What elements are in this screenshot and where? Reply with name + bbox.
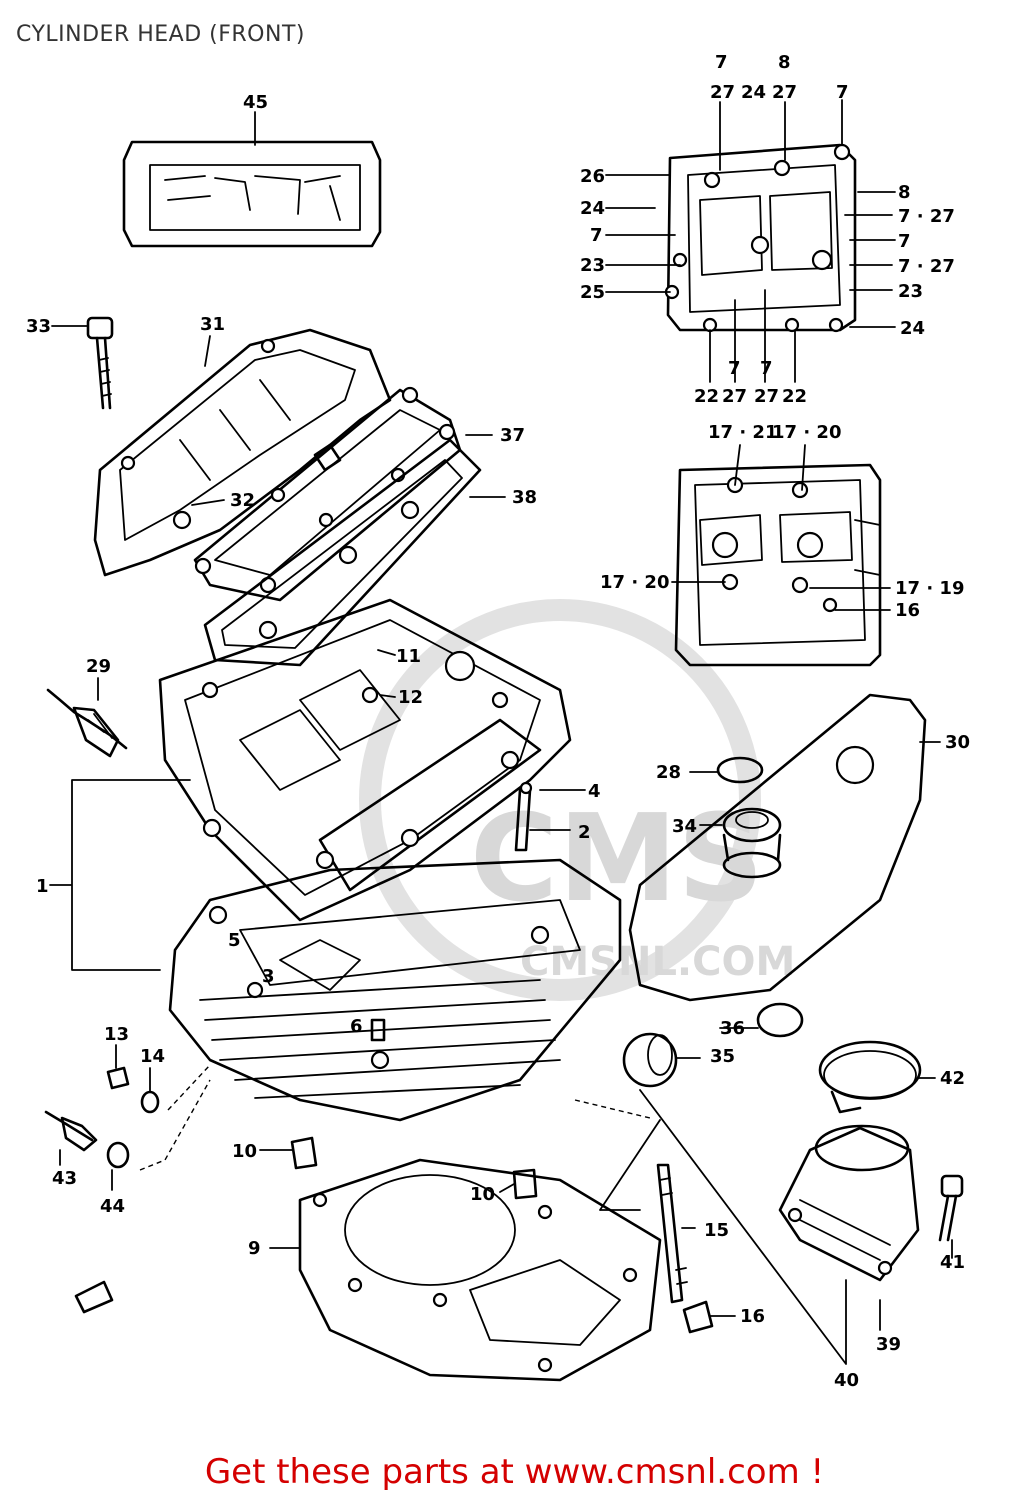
- part-6-dowel: [370, 1018, 386, 1042]
- callout-7-27-right-a: 7 · 27: [898, 206, 955, 227]
- callout-24-right: 24: [900, 318, 925, 339]
- part-36-grommet: [756, 1002, 804, 1038]
- callout-23-left: 23: [580, 255, 605, 276]
- callout-13: 13: [104, 1024, 129, 1045]
- callout-7-right: 7: [898, 231, 911, 252]
- part-39-intake-pipe: [778, 1124, 920, 1282]
- callout-24-top: 24: [741, 82, 766, 103]
- part-1-cylinder-head: [158, 598, 622, 1122]
- callout-24-left: 24: [580, 198, 605, 219]
- callout-6: 6: [350, 1016, 363, 1037]
- callout-22-bottom-a: 22: [694, 386, 719, 407]
- callout-1: 1: [36, 876, 49, 897]
- callout-2: 2: [578, 822, 591, 843]
- callout-33: 33: [26, 316, 51, 337]
- part-10-dowel-a: [290, 1136, 318, 1170]
- callout-16-bottom: 16: [740, 1306, 765, 1327]
- front-arrow-icon: [74, 1280, 114, 1314]
- callout-11: 11: [396, 646, 421, 667]
- part-9-head-gasket: [298, 1158, 662, 1382]
- callout-17-20-top: 17 · 20: [772, 422, 841, 443]
- callout-25: 25: [580, 282, 605, 303]
- callout-7-27-right-b: 7 · 27: [898, 256, 955, 277]
- part-head-bottom-view: [674, 463, 882, 667]
- part-16-nut: [682, 1300, 714, 1334]
- part-13-screw: [106, 1066, 130, 1090]
- callout-27-bottom-b: 27: [754, 386, 779, 407]
- part-10-dowel-b: [512, 1168, 538, 1200]
- part-28-grommet: [716, 756, 764, 784]
- callout-36: 36: [720, 1018, 745, 1039]
- footer-link-text[interactable]: Get these parts at www.cmsnl.com !: [204, 1452, 825, 1492]
- callout-10-right: 10: [470, 1184, 495, 1205]
- callout-43: 43: [52, 1168, 77, 1189]
- watermark-subtext: CMSNL.COM: [520, 939, 795, 985]
- part-30-side-cover: [628, 693, 927, 1002]
- callout-7-bottom-b: 7: [760, 358, 773, 379]
- callout-4: 4: [588, 781, 601, 802]
- part-31-cylinder-head-cover: [93, 328, 392, 577]
- parts-diagram: CMS CMSNL.COM: [26, 52, 970, 1391]
- part-45-emblem-plate: [122, 140, 382, 248]
- leader-lines: [49, 99, 953, 1365]
- watermark-text: CMS: [470, 790, 764, 929]
- callout-41: 41: [940, 1252, 965, 1273]
- callout-34: 34: [672, 816, 697, 837]
- part-34-oil-filler-cap: [722, 807, 782, 879]
- callout-42: 42: [940, 1068, 965, 1089]
- callout-7-left: 7: [590, 225, 603, 246]
- callout-38: 38: [512, 487, 537, 508]
- part-33-bolt: [86, 316, 114, 410]
- callout-27-bottom-a: 27: [722, 386, 747, 407]
- part-42-clamp: [818, 1040, 922, 1114]
- callout-14: 14: [140, 1046, 165, 1067]
- watermark-logo: CMS CMSNL.COM: [359, 599, 795, 1001]
- part-2-dowel-pin: [514, 781, 533, 852]
- callout-22-bottom-b: 22: [782, 386, 807, 407]
- callout-27-top-b: 27: [772, 82, 797, 103]
- callout-29: 29: [86, 656, 111, 677]
- callout-23-right: 23: [898, 281, 923, 302]
- callout-5: 5: [228, 930, 241, 951]
- part-44-gasket: [106, 1141, 130, 1169]
- part-32-nut: [172, 510, 192, 530]
- part-15-stud: [656, 1163, 688, 1304]
- page-title: CYLINDER HEAD (FRONT): [16, 22, 305, 47]
- callout-39: 39: [876, 1334, 901, 1355]
- part-14-washer: [140, 1090, 160, 1114]
- callout-35: 35: [710, 1046, 735, 1067]
- callout-7-top-b: 7: [836, 82, 849, 103]
- callout-32: 32: [230, 490, 255, 511]
- callout-37: 37: [500, 425, 525, 446]
- callout-9: 9: [248, 1238, 261, 1259]
- callout-40: 40: [834, 1370, 859, 1391]
- callout-16-right: 16: [895, 600, 920, 621]
- callout-45: 45: [243, 92, 268, 113]
- part-43-sensor: [44, 1110, 98, 1152]
- callout-7-top-a: 7: [715, 52, 728, 73]
- callout-26: 26: [580, 166, 605, 187]
- callout-3: 3: [262, 966, 275, 987]
- callout-17-20-left: 17 · 20: [600, 572, 669, 593]
- callout-17-19: 17 · 19: [895, 578, 964, 599]
- part-cam-cover-top-view: [664, 143, 857, 333]
- part-29-spark-plug: [46, 688, 128, 758]
- callout-8-top: 8: [778, 52, 791, 73]
- part-38-gasket: [203, 438, 482, 667]
- callout-labels: 45 33 31 37 38 32 29 11 12 4 2 1 5 3 6 1…: [26, 52, 970, 1391]
- callout-7-bottom-a: 7: [728, 358, 741, 379]
- callout-10-left: 10: [232, 1141, 257, 1162]
- callout-30: 30: [945, 732, 970, 753]
- callout-31: 31: [200, 314, 225, 335]
- callout-8-right: 8: [898, 182, 911, 203]
- callout-27-top-a: 27: [710, 82, 735, 103]
- part-35-cap: [622, 1032, 678, 1088]
- callout-44: 44: [100, 1196, 125, 1217]
- part-41-bolt: [938, 1174, 964, 1242]
- callout-28: 28: [656, 762, 681, 783]
- callout-15: 15: [704, 1220, 729, 1241]
- callout-17-21: 17 · 21: [708, 422, 777, 443]
- callout-12: 12: [398, 687, 423, 708]
